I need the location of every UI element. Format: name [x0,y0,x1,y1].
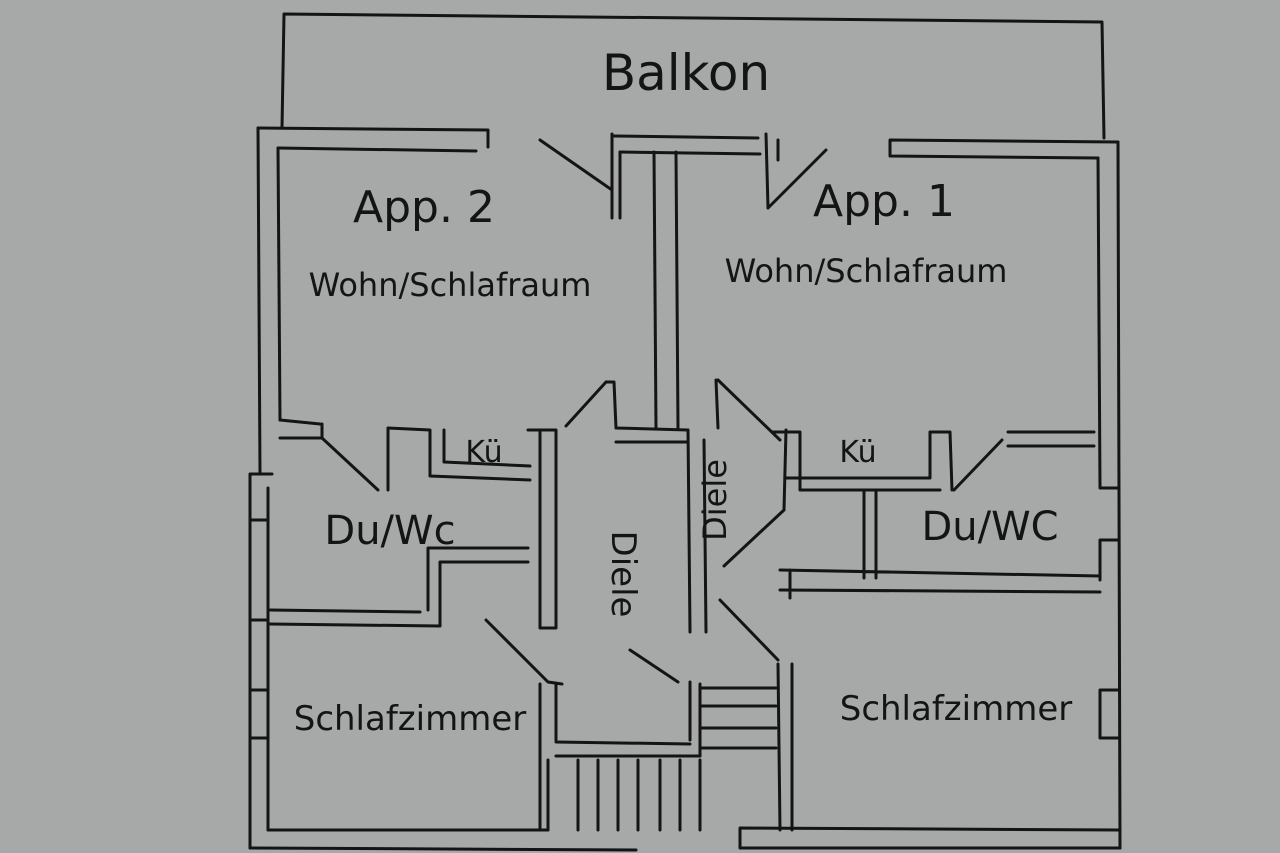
wall-lines [248,12,1122,852]
app2-room-label: Wohn/Schlafraum [309,266,592,304]
hall-bottom-walls [628,648,702,758]
bedroom-right-label: Schlafzimmer [840,689,1073,729]
left-door-swing [538,132,614,220]
app2-title: App. 2 [353,182,495,233]
outer-wall-top [256,126,1120,160]
bath-left-walls [268,546,530,628]
stair-door-left [484,618,564,832]
bedroom-left-label: Schlafzimmer [294,699,527,739]
app1-title: App. 1 [813,176,955,227]
balcony-label: Balkon [602,44,770,102]
center-wall [618,150,680,430]
bedroom-right-door [718,598,794,832]
kitchen-right-label: Kü [839,435,876,470]
balcony-outline [280,12,1106,140]
outer-wall-right [1096,140,1122,850]
bath-left-label: Du/Wc [324,508,455,554]
kitchen-left-walls [278,418,532,492]
hall-left-walls [526,380,690,630]
left-wall-openings [248,518,270,740]
hall-left-label: Diele [603,531,643,618]
kitchen-left-label: Kü [465,435,502,470]
outer-wall-bottom [248,826,1122,852]
bath-right-walls [778,488,1102,600]
hall-right-walls [686,378,788,634]
hall-right-label: Diele [696,459,734,541]
stairs-horizontal [554,686,778,758]
outer-wall-left [248,126,282,850]
kitchen-right-walls [770,430,1096,492]
app1-room-label: Wohn/Schlafraum [725,252,1008,290]
stairs-vertical [546,758,702,832]
bath-right-label: Du/WC [921,504,1058,550]
right-door-swing [764,132,828,210]
